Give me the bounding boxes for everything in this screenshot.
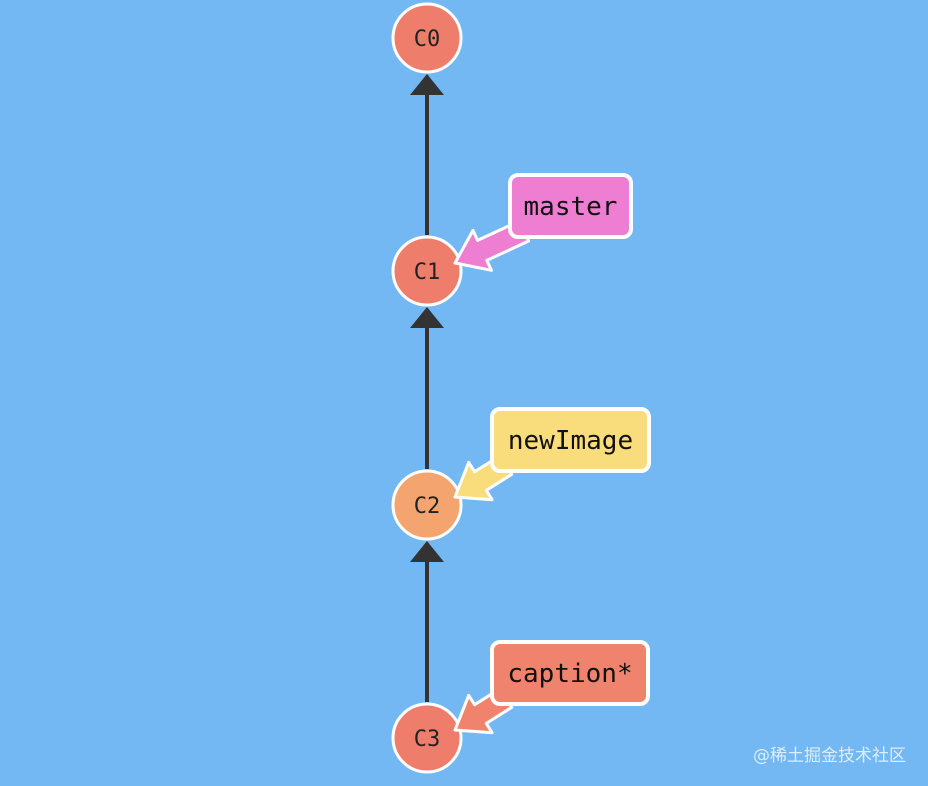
commit-label: C1	[414, 260, 441, 285]
arrowhead-icon	[410, 541, 444, 562]
branch-name: caption*	[507, 659, 632, 689]
commit-label: C0	[414, 27, 441, 52]
commit-circle	[391, 2, 463, 74]
arrowhead-icon	[410, 74, 444, 95]
commit-node-C0[interactable]: C0	[391, 2, 463, 74]
commit-circle	[391, 702, 463, 774]
branch-label-master[interactable]: master	[453, 173, 633, 272]
arrowhead-icon	[410, 307, 444, 328]
branch-box	[508, 173, 633, 239]
commit-circle	[391, 469, 463, 541]
branch-label-newImage[interactable]: newImage	[453, 407, 651, 502]
commit-circle	[391, 235, 463, 307]
branch-name: master	[524, 192, 618, 222]
commit-label: C3	[414, 727, 441, 752]
branch-label-caption[interactable]: caption*	[453, 640, 650, 735]
branch-box	[490, 640, 650, 706]
watermark: @稀土掘金技术社区	[753, 746, 906, 766]
commit-label: C2	[414, 494, 441, 519]
commit-node-C2[interactable]: C2	[391, 469, 463, 541]
commit-node-C3[interactable]: C3	[391, 702, 463, 774]
branch-box	[490, 407, 651, 473]
commit-node-C1[interactable]: C1	[391, 235, 463, 307]
branch-name: newImage	[508, 426, 633, 456]
